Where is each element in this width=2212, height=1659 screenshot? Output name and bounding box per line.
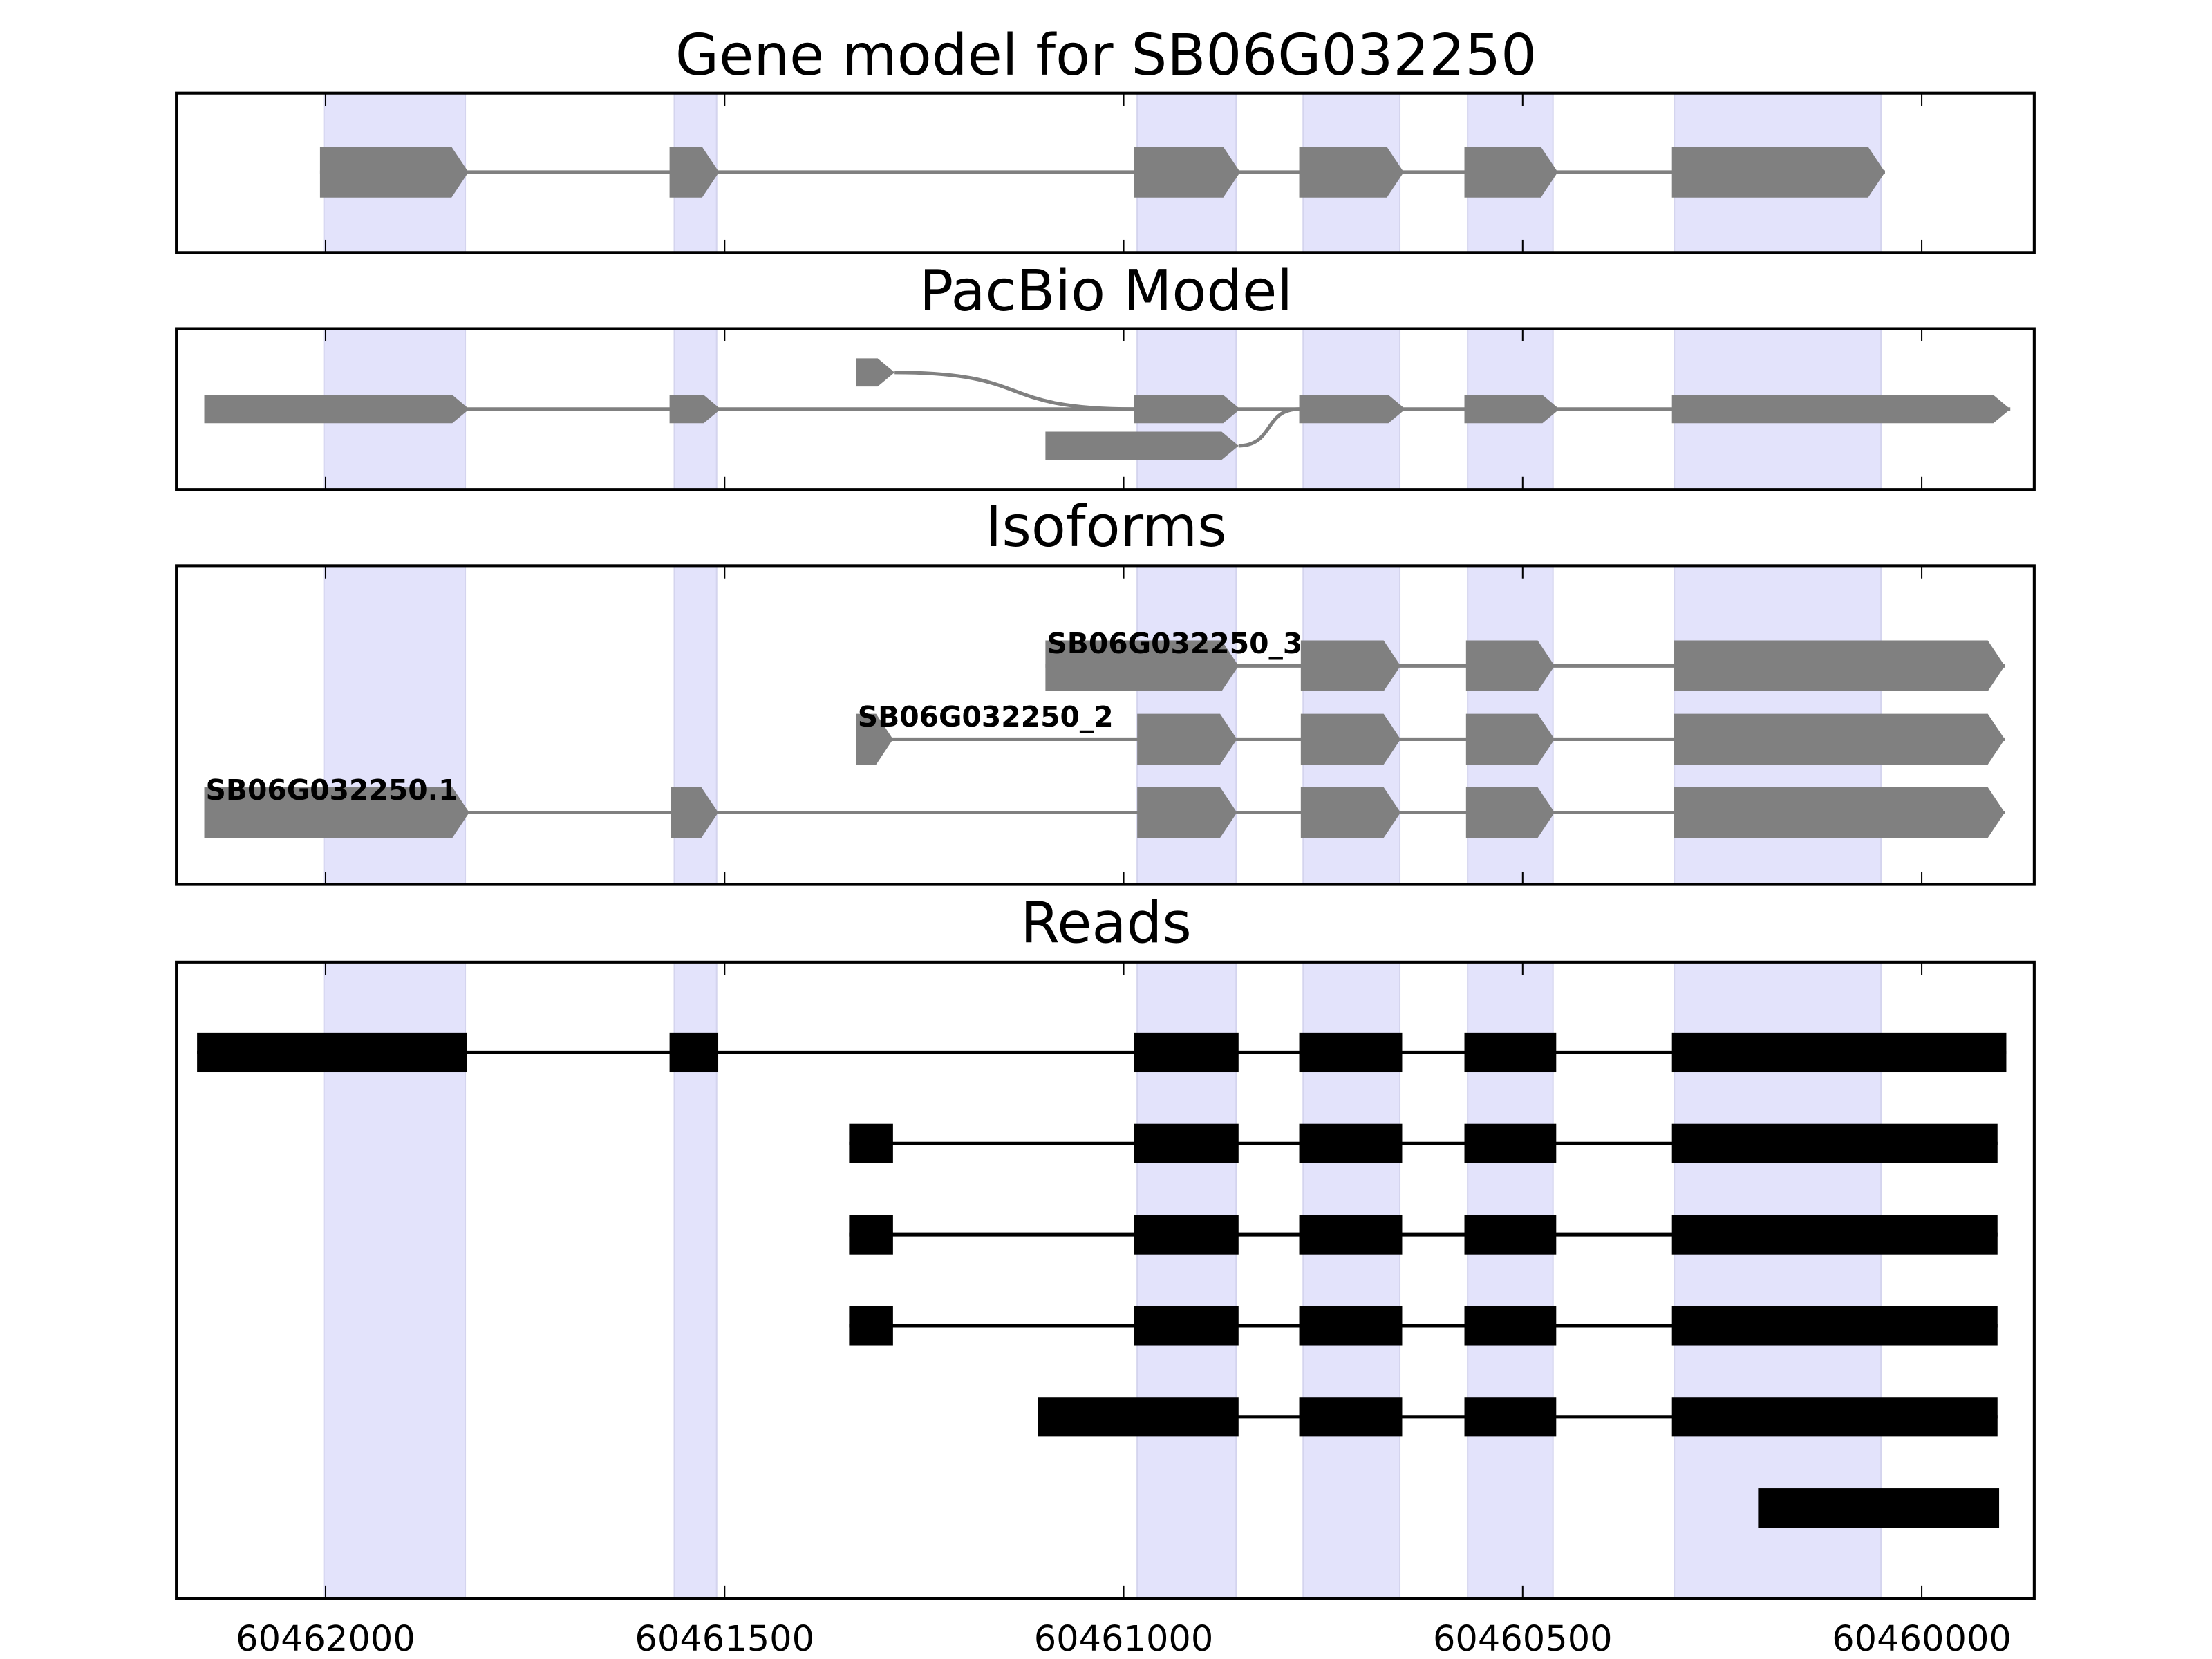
x-tick-label: 60460500 bbox=[1433, 1619, 1613, 1659]
exon-arrow bbox=[1671, 395, 2011, 424]
read-block bbox=[1299, 1397, 1403, 1437]
exon-arrow bbox=[1137, 713, 1237, 765]
read-block bbox=[1299, 1032, 1403, 1073]
exon-arrow bbox=[1465, 713, 1555, 765]
read-track bbox=[197, 1032, 2007, 1073]
panel-frame bbox=[175, 564, 2036, 886]
read-block bbox=[669, 1032, 719, 1073]
read-block bbox=[1758, 1488, 2000, 1528]
exon-arrow bbox=[1674, 640, 2005, 691]
exon-arrow bbox=[1300, 713, 1401, 765]
read-block bbox=[849, 1123, 893, 1163]
exon-arrow bbox=[1465, 640, 1555, 691]
splice-curve bbox=[894, 371, 1134, 411]
exon-arrow bbox=[1674, 713, 2005, 765]
exon-arrow bbox=[1045, 640, 1239, 691]
read-block bbox=[1464, 1306, 1557, 1346]
exon-arrow bbox=[1134, 147, 1241, 198]
read-track bbox=[849, 1123, 1998, 1163]
read-block bbox=[1464, 1215, 1557, 1255]
read-block bbox=[1671, 1123, 1998, 1163]
panel-isoforms: SB06G032250.1 SB06G032250_2 SB06G032250_3 bbox=[175, 564, 2036, 886]
read-block bbox=[1038, 1397, 1239, 1437]
read-block bbox=[1299, 1215, 1403, 1255]
exon-arrow bbox=[669, 395, 721, 424]
panel-frame bbox=[175, 960, 2036, 1600]
isoform-track: SB06G032250_2 bbox=[856, 700, 2005, 765]
exon-arrow bbox=[204, 787, 469, 838]
read-block bbox=[1134, 1215, 1239, 1255]
exon-arrow bbox=[1464, 395, 1559, 424]
isoform-label: SB06G032250_3 bbox=[1047, 627, 1302, 660]
read-block bbox=[849, 1306, 893, 1346]
x-tick-label: 60461000 bbox=[1034, 1619, 1214, 1659]
x-tick-label: 60462000 bbox=[236, 1619, 415, 1659]
read-block bbox=[1671, 1215, 1998, 1255]
exon-arrow bbox=[1671, 147, 1885, 198]
read-block bbox=[1671, 1306, 1998, 1346]
read-block bbox=[197, 1032, 467, 1073]
exon-arrow bbox=[1137, 787, 1237, 838]
read-block bbox=[1134, 1123, 1239, 1163]
exon-arrow bbox=[1465, 787, 1555, 838]
exon-arrow bbox=[1134, 395, 1241, 424]
exon-arrow bbox=[204, 395, 469, 424]
panel-frame bbox=[175, 327, 2036, 491]
isoform-label: SB06G032250_2 bbox=[858, 700, 1114, 733]
splice-curve bbox=[1238, 407, 1300, 448]
read-block bbox=[1299, 1123, 1403, 1163]
title-pacbio: PacBio Model bbox=[919, 259, 1293, 324]
exon-arrow bbox=[1674, 787, 2005, 838]
title-gene-model: Gene model for SB06G032250 bbox=[675, 23, 1537, 88]
title-reads: Reads bbox=[1020, 890, 1192, 956]
isoform-track: SB06G032250.1 bbox=[204, 774, 2005, 838]
panel-gene_model bbox=[175, 91, 2036, 254]
exon-arrow bbox=[1300, 787, 1401, 838]
read-block bbox=[1671, 1032, 2007, 1073]
panel-frame bbox=[175, 91, 2036, 254]
read-block bbox=[1464, 1123, 1557, 1163]
read-block bbox=[1134, 1032, 1239, 1073]
read-block bbox=[1464, 1397, 1557, 1437]
exon-arrow bbox=[671, 787, 719, 838]
exon-arrow bbox=[319, 147, 469, 198]
read-block bbox=[1464, 1032, 1557, 1073]
x-tick-label: 60460000 bbox=[1832, 1619, 2012, 1659]
exon-arrow bbox=[1045, 431, 1239, 460]
exon-arrow bbox=[1300, 640, 1401, 691]
read-block bbox=[849, 1215, 893, 1255]
isoform-track: SB06G032250_3 bbox=[1045, 627, 2005, 691]
exon-arrow bbox=[669, 147, 720, 198]
isoform-label: SB06G032250.1 bbox=[206, 774, 458, 807]
panel-reads bbox=[175, 960, 2036, 1600]
read-block bbox=[1134, 1306, 1239, 1346]
exon-arrow bbox=[1299, 395, 1406, 424]
panel-pacbio bbox=[175, 327, 2036, 491]
exon-arrow bbox=[1464, 147, 1558, 198]
read-block bbox=[1671, 1397, 1998, 1437]
exon-arrow bbox=[1299, 147, 1404, 198]
read-track bbox=[849, 1215, 1998, 1255]
read-track bbox=[1758, 1488, 2000, 1528]
read-track bbox=[849, 1306, 1998, 1346]
exon-arrow bbox=[856, 358, 895, 387]
read-track bbox=[1038, 1397, 1998, 1437]
read-block bbox=[1299, 1306, 1403, 1346]
title-isoforms: Isoforms bbox=[985, 494, 1226, 560]
x-tick-label: 60461500 bbox=[635, 1619, 814, 1659]
exon-arrow bbox=[856, 713, 893, 765]
